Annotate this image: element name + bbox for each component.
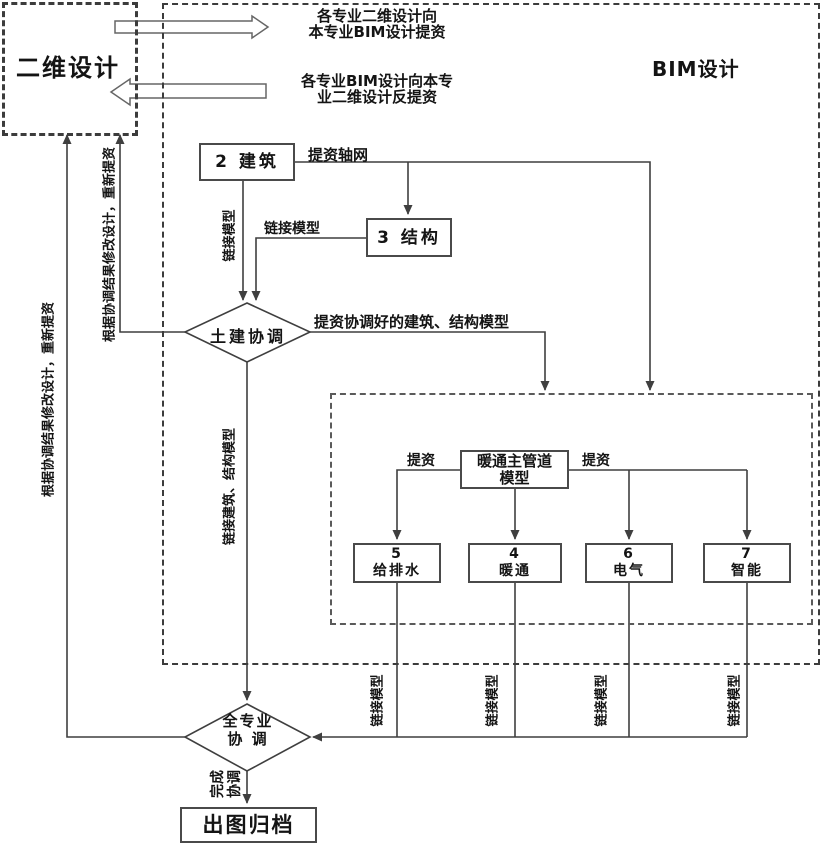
caption-to-2d: 各专业BIM设计向本专 业二维设计反提资 [272,73,482,105]
node-hvac-label: 暖通 [499,563,531,579]
edge-label-revise-civil: 根据协调结果修改设计，重新提资 [102,147,118,343]
edge-label-link-model-hvac: 链接模型 [485,674,501,727]
block-arrow-right-icon [114,14,270,40]
caption-to-bim-line1: 各专业二维设计向 [316,7,437,25]
region-2d-title: 二维设计 [16,54,120,82]
edge-label-link-model-intelligence: 链接模型 [727,674,743,727]
edge-label-link-arch-struct: 链接建筑、结构模型 [222,428,238,546]
node-plumbing-label: 给排水 [373,563,421,579]
edge-label-revise-full: 根据协调结果修改设计，重新提资 [41,302,57,498]
node-plumbing: 5 给排水 [353,543,441,583]
diamond-civil-coordination-label: 土建协调 [209,327,286,346]
edge-struct-to-civilcoord [251,237,366,301]
node-intelligence-num: 7 [741,546,753,562]
diamond-full-coordination-label: 全专业 协 调 [193,712,303,748]
node-hvac-main-model: 暖通主管道 模型 [460,450,569,489]
node-electrical: 6 电气 [585,543,673,583]
caption-to-bim: 各专业二维设计向 本专业BIM设计提资 [272,8,482,40]
edge-label-coordinated-models: 提资协调好的建筑、结构模型 [314,313,510,331]
node-hvac-main-line1: 暖通主管道 [476,451,552,470]
node-hvac-main-line2: 模型 [499,468,530,487]
edge-label-link-model-struct: 链接模型 [264,221,320,237]
node-intelligence-label: 智能 [731,563,763,579]
region-bim-title: BIM设计 [652,57,740,81]
edge-label-axis-grid: 提资轴网 [308,146,369,164]
diamond-full-coordination [183,703,312,772]
node-structure: 3 结构 [366,218,452,257]
block-arrow-left-icon [109,77,267,107]
edge-label-link-model-electrical: 链接模型 [594,674,610,727]
diamond-full-coordination-line2: 协 调 [227,730,269,748]
edge-label-coordination-done: 完成 协调 [210,766,244,802]
diamond-civil-coordination [183,302,312,363]
edge-civilcoord-to-2d [115,134,185,333]
node-hvac: 4 暖通 [468,543,562,583]
edge-hvacmain-to-plumbing [392,469,460,540]
edge-label-link-model-arch: 链接模型 [222,209,238,262]
edge-fullcoord-to-2d [62,134,185,738]
edge-axisgrid-to-inner [295,161,655,391]
edge-label-link-model-plumbing: 链接模型 [370,674,386,727]
node-electrical-label: 电气 [613,563,645,579]
edge-label-submit-left: 提资 [407,453,435,469]
edge-label-done-line1: 完成 [210,770,226,798]
caption-to-2d-line2: 业二维设计反提资 [316,88,437,106]
node-intelligence: 7 智能 [703,543,791,583]
caption-to-bim-line2: 本专业BIM设计提资 [308,23,446,41]
node-archive: 出图归档 [180,807,317,843]
diamond-full-coordination-line1: 全专业 [222,712,274,730]
caption-to-2d-line1: 各专业BIM设计向本专 [301,72,453,90]
edge-label-submit-right: 提资 [582,453,610,469]
node-hvac-num: 4 [509,546,521,562]
edge-label-done-line2: 协调 [227,770,243,798]
edge-civilcoord-to-inner [310,331,550,391]
node-plumbing-num: 5 [391,546,403,562]
node-architecture: 2 建筑 [199,143,295,181]
node-electrical-num: 6 [623,546,635,562]
